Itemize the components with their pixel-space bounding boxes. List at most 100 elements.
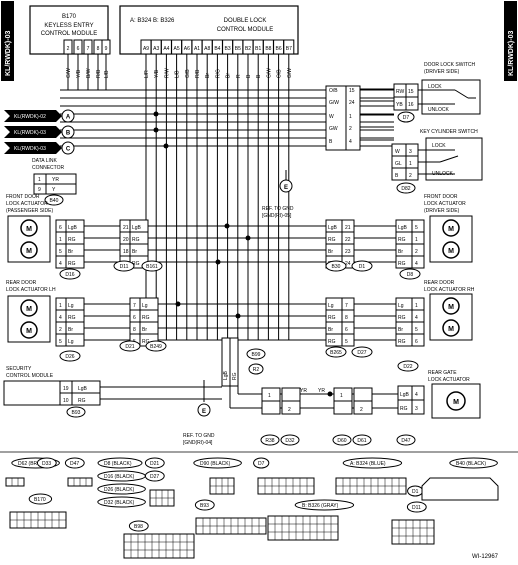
b99-code: B99 bbox=[252, 352, 261, 358]
front-drv-conn-wire: LgB bbox=[398, 225, 408, 231]
legend-label: D62 (BROWN) bbox=[18, 461, 51, 467]
junction-dot bbox=[224, 223, 230, 229]
ref-letter: C bbox=[66, 147, 71, 153]
ref-circle bbox=[61, 109, 75, 123]
legend-label: D16 (BLACK) bbox=[104, 474, 135, 480]
gate-code bbox=[280, 434, 300, 446]
kcs-title: KEY CYLINDER SWITCH bbox=[420, 129, 478, 135]
legend-badge bbox=[64, 457, 85, 469]
rear-rh-motor bbox=[442, 319, 460, 337]
mid-rear-code-1 bbox=[119, 340, 141, 352]
dlc-line1: DATA LINK bbox=[32, 158, 57, 164]
right-mid-rear-conn-pin: 7 bbox=[345, 303, 348, 309]
front-drv-line3: (DRIVER SIDE) bbox=[424, 208, 460, 214]
gate-code bbox=[260, 434, 280, 446]
rear-rh-conn-wire: RG bbox=[398, 315, 406, 321]
gate-pin-1: 4 bbox=[415, 392, 418, 398]
rmr-code-2 bbox=[351, 346, 373, 358]
rear-lh-conn-wire: RG bbox=[68, 315, 76, 321]
front-drv-line1: FRONT DOOR bbox=[424, 194, 458, 200]
ref-circle bbox=[61, 141, 75, 155]
front-pass-code-text: D16 bbox=[65, 272, 74, 278]
legend-badge bbox=[97, 457, 143, 469]
keyless-line2: CONTROL MODULE bbox=[41, 31, 97, 37]
dl-wire: Y/B bbox=[154, 69, 160, 78]
side-tab-top bbox=[1, 1, 14, 81]
rear-lh-motor bbox=[20, 299, 38, 317]
dl-pin: A6 bbox=[184, 46, 190, 52]
rear-lh-conn-wire: Br bbox=[68, 327, 73, 333]
front-drv-line2: LOCK ACTUATOR bbox=[424, 201, 466, 207]
legend-label: B170 bbox=[34, 497, 46, 503]
dls-line1: DOOR LOCK SWITCH bbox=[424, 62, 476, 68]
ground-2: E REF. TO GND [GND(RI)-04] bbox=[183, 380, 215, 446]
right-mid-rear-conn-pin: 8 bbox=[345, 315, 348, 321]
gate-chain-pin: 1 bbox=[268, 393, 271, 399]
center-pin: 4 bbox=[349, 139, 352, 145]
center-pin: 15 bbox=[349, 88, 355, 94]
mid-front-conn-pin: 20 bbox=[123, 237, 129, 243]
double-lock-codes: A: B324 B: B326 bbox=[130, 18, 175, 24]
rear-rh-line2: LOCK ACTUATOR RH bbox=[424, 287, 475, 293]
mid-front-conn-wire: RG bbox=[132, 261, 140, 267]
gate-code-text: D60 bbox=[337, 438, 346, 444]
right-mid-rear-conn-pin: 6 bbox=[345, 327, 348, 333]
right-mid-front-conn-pin: 22 bbox=[345, 237, 351, 243]
security-wire-1: LgB bbox=[78, 386, 88, 392]
figure-id: WI-12967 bbox=[472, 554, 499, 560]
rear-rh-conn-wire: Br bbox=[398, 327, 403, 333]
mid-front-conn-wire: LgB bbox=[132, 225, 142, 231]
kcs-wire-2: GL bbox=[395, 161, 402, 167]
rear-lh-code-text: D26 bbox=[65, 354, 74, 360]
front-pass-line2: LOCK ACTUATOR bbox=[6, 201, 48, 207]
junction-dot bbox=[163, 143, 169, 149]
mid-rear-conn-wire: RG bbox=[142, 339, 150, 345]
right-mid-rear-conn-wire: RG bbox=[328, 339, 336, 345]
keyless-wire: L/B bbox=[104, 70, 110, 78]
rmf-code-1 bbox=[325, 260, 347, 272]
double-lock-line1: DOUBLE LOCK bbox=[224, 18, 267, 24]
legend-badge bbox=[449, 457, 498, 469]
right-mid-rear-conn-pin: 5 bbox=[345, 339, 348, 345]
keyless-wire: G/W bbox=[66, 68, 72, 78]
double-lock-line2: CONTROL MODULE bbox=[217, 27, 273, 33]
ref-text: KL(RWDK)-03 bbox=[14, 130, 46, 136]
legend-label: D1 bbox=[412, 489, 419, 495]
legend-badge bbox=[406, 501, 427, 513]
dl-pin: A4 bbox=[163, 46, 169, 52]
security-line2: CONTROL MODULE bbox=[6, 373, 54, 379]
center-pin: 24 bbox=[349, 100, 355, 106]
data-link-connector: DATA LINK CONNECTOR 1 9 YR Y B40 bbox=[32, 158, 77, 206]
mid-front-conn-wire: Br bbox=[132, 249, 137, 255]
gate-chain-wire-1: YR bbox=[300, 388, 307, 394]
ground-1-label: E bbox=[284, 185, 288, 191]
dl-wire: L/B bbox=[175, 70, 181, 78]
rear-lh-frame bbox=[7, 295, 51, 343]
front-pass-line3: (PASSENGER SIDE) bbox=[6, 208, 53, 214]
rear-rh-frame bbox=[429, 293, 473, 341]
rear-lh-conn-pin: 5 bbox=[59, 339, 62, 345]
right-mid-front-conn-wire: RG bbox=[328, 237, 336, 243]
rear-lh-motor bbox=[20, 321, 38, 339]
gate-wire-2: RG bbox=[400, 406, 408, 412]
ground-1-line1: REF. TO GND bbox=[262, 206, 294, 212]
dl-pin: B1 bbox=[255, 46, 261, 52]
legend-label: D26 (BLACK) bbox=[104, 487, 135, 493]
rear-gate-actuator: LgB RG 4 3 M D47 bbox=[396, 383, 481, 446]
gate-chain-pin: 2 bbox=[360, 407, 363, 413]
right-mid-front-conn-pin: 24 bbox=[345, 261, 351, 267]
ground-2-line2: [GND(RI)-04] bbox=[183, 440, 213, 446]
legend-badge bbox=[193, 457, 242, 469]
rear-lh-code bbox=[59, 350, 81, 362]
door-lock-switch: DOOR LOCK SWITCH (DRIVER SIDE) RW YB 15 … bbox=[393, 62, 481, 123]
mid-front-code-1-text: D11 bbox=[120, 264, 129, 270]
ref-arrow bbox=[4, 110, 62, 122]
dl-wire: G/B bbox=[185, 69, 191, 78]
gate-pin-2: 3 bbox=[415, 406, 418, 412]
dlc-wire-1: YR bbox=[52, 177, 59, 183]
side-tab-right-text: KL/RWDK)-03 bbox=[508, 31, 515, 76]
grid-b40 bbox=[421, 477, 499, 501]
keyless-pin: 6 bbox=[77, 46, 80, 52]
